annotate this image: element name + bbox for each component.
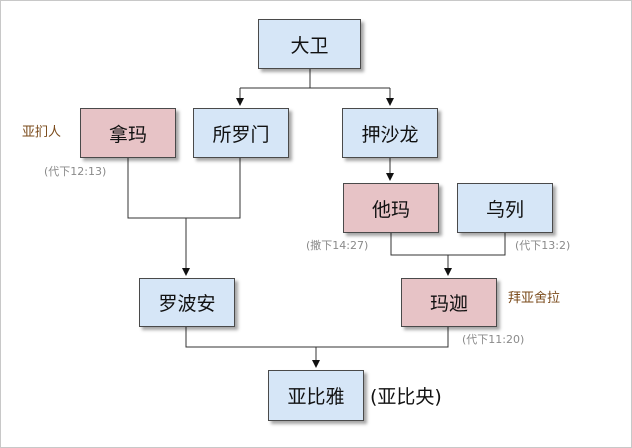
line-tamar-uriel bbox=[390, 232, 506, 256]
node-rehoboam: 罗波安 bbox=[139, 278, 235, 327]
note-maacah-ref: (代下11:20) bbox=[462, 333, 525, 346]
node-david: 大卫 bbox=[258, 19, 361, 69]
line-rehoboam-maacah bbox=[185, 326, 449, 348]
note-uriel-ref: (代下13:2) bbox=[515, 239, 571, 252]
node-solomon: 所罗门 bbox=[193, 108, 289, 158]
node-uriel: 乌列 bbox=[457, 183, 553, 233]
note-naamah-ref: (代下12:13) bbox=[44, 165, 107, 178]
node-abijah: 亚比雅 bbox=[268, 370, 364, 421]
line-david-children bbox=[240, 69, 390, 89]
node-naamah: 拿玛 bbox=[80, 108, 176, 158]
line-naamah-solomon bbox=[127, 157, 241, 219]
note-tamar-ref: (撒下14:27) bbox=[306, 239, 369, 252]
node-absalom: 押沙龙 bbox=[342, 108, 438, 158]
node-maacah: 玛迦 bbox=[401, 278, 497, 327]
label-naamah-origin: 亚扪人 bbox=[22, 125, 62, 140]
label-abijah-alias: (亚比央) bbox=[370, 386, 442, 408]
label-maacah-alias: 拜亚舍拉 bbox=[508, 291, 561, 306]
node-tamar: 他玛 bbox=[343, 183, 439, 233]
